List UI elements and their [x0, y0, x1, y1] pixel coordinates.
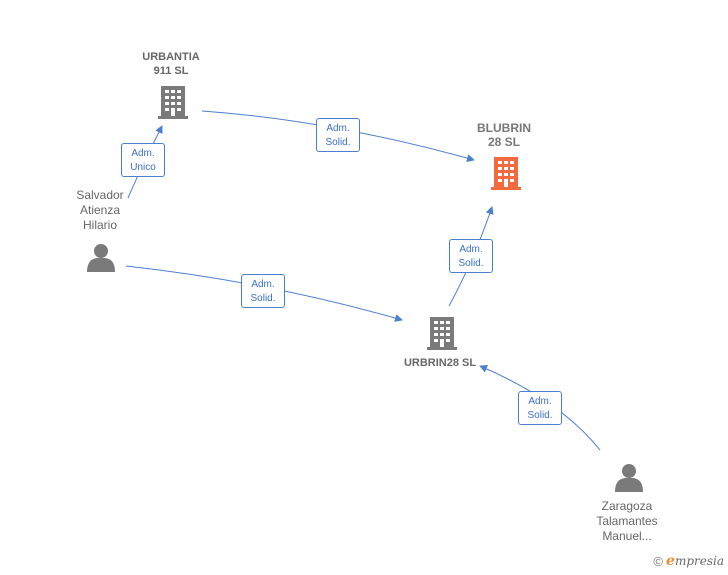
brand-initial: e	[666, 553, 675, 569]
person-icon[interactable]	[87, 244, 115, 272]
person-name-line: Talamantes	[596, 514, 658, 528]
brand-logo: empresia	[666, 553, 724, 569]
building-icon[interactable]	[491, 157, 521, 190]
building-icon[interactable]	[158, 86, 188, 119]
company-name-line: URBANTIA	[142, 51, 200, 63]
company-name-line: 28 SL	[487, 135, 520, 149]
edge-role-line: Solid.	[325, 137, 351, 148]
edge-role-line: Unico	[130, 162, 156, 173]
company-name-line: URBRIN28 SL	[403, 357, 477, 369]
person-name-line: Hilario	[82, 218, 117, 232]
edge-role-line: Solid.	[527, 410, 553, 421]
edge-role-line: Adm.	[326, 123, 350, 134]
company-label-urbrin[interactable]: URBRIN28 SL	[404, 356, 476, 370]
company-name-line: 911 SL	[153, 65, 189, 77]
copyright-icon: ©	[653, 553, 664, 569]
empresia-watermark: © empresia	[653, 553, 724, 569]
company-label-blubrin[interactable]: BLUBRIN 28 SL	[477, 121, 531, 149]
edge-label-adm-solid: Adm. Solid.	[241, 274, 285, 308]
person-name-line: Zaragoza	[601, 499, 653, 513]
edge-label-adm-solid: Adm. Solid.	[449, 239, 493, 273]
person-icon[interactable]	[615, 464, 643, 492]
edge-label-adm-unico: Adm. Unico	[121, 143, 165, 177]
building-icon[interactable]	[427, 317, 457, 350]
edge-role-line: Adm.	[251, 279, 275, 290]
edge-label-adm-solid: Adm. Solid.	[316, 118, 360, 152]
person-name-line: Atienza	[79, 203, 121, 217]
person-label-salvador[interactable]: Salvador Atienza Hilario	[76, 188, 123, 233]
edge-label-adm-solid: Adm. Solid.	[518, 391, 562, 425]
company-name-line: BLUBRIN	[477, 121, 531, 135]
edge-role-line: Adm.	[131, 148, 155, 159]
person-name-line: Salvador	[76, 188, 124, 202]
edge-role-line: Solid.	[458, 258, 484, 269]
company-label-urbantia[interactable]: URBANTIA 911 SL	[142, 50, 199, 78]
edge-role-line: Adm.	[528, 396, 552, 407]
brand-name: mpresia	[674, 554, 724, 568]
edge-role-line: Adm.	[459, 244, 483, 255]
person-name-line: Manuel...	[602, 529, 652, 543]
edge-role-line: Solid.	[250, 293, 276, 304]
person-label-zaragoza[interactable]: Zaragoza Talamantes Manuel...	[596, 499, 657, 544]
